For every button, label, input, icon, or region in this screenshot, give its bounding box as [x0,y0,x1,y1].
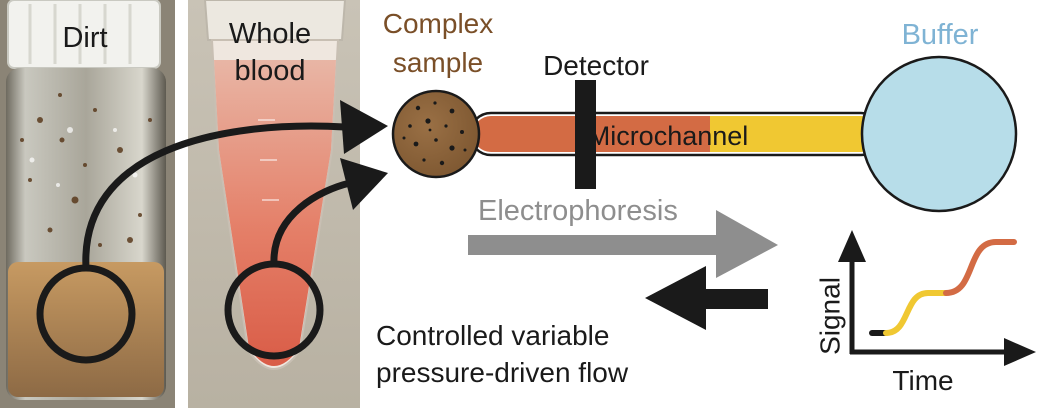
pressure-flow-label-line1: Controlled variable [376,320,609,351]
buffer-reservoir [860,55,1018,213]
plot-y-label: Signal [814,277,845,355]
sample-reservoir [391,89,481,179]
sample-particles [402,101,467,166]
electrophoresis-arrow-shaft [468,235,730,255]
electrophoresis-arrowhead [716,210,778,278]
complex-sample-label-line2: sample [393,47,483,78]
blood-to-sample-arrow [270,179,351,265]
signal-plot: Signal Time [814,230,1036,396]
plot-x-arrowhead [1004,338,1036,366]
blood-fill [214,60,336,366]
whole-blood-label-line2: blood [235,55,306,87]
dirt-photo: Dirt [0,0,175,408]
microchannel-label: Microchannel [588,121,749,151]
blood-photo: Whole blood [188,0,360,408]
signal-orange-step [943,239,1017,296]
pressure-flow-arrowhead [645,266,706,330]
dirt-sediment [8,262,164,397]
microchannel-yellow-segment [710,116,879,152]
electrophoresis-label: Electrophoresis [478,195,678,227]
pressure-flow-label-line2: pressure-driven flow [376,357,629,388]
detector-label: Detector [543,50,649,81]
complex-sample-label-line1: Complex [383,8,493,39]
pressure-flow-arrow-shaft [700,289,768,309]
signal-yellow-step [883,290,949,336]
plot-x-label: Time [892,365,953,396]
whole-blood-label-line1: Whole [229,18,311,50]
tube-cap [203,0,347,41]
buffer-label: Buffer [902,19,979,51]
dirt-label: Dirt [62,22,107,54]
detector-bar [575,80,596,189]
plot-y-arrowhead [838,230,866,262]
dirt-to-sample-arrow [82,122,346,269]
dirt-arrowhead [340,100,388,154]
blood-arrowhead [340,158,388,210]
